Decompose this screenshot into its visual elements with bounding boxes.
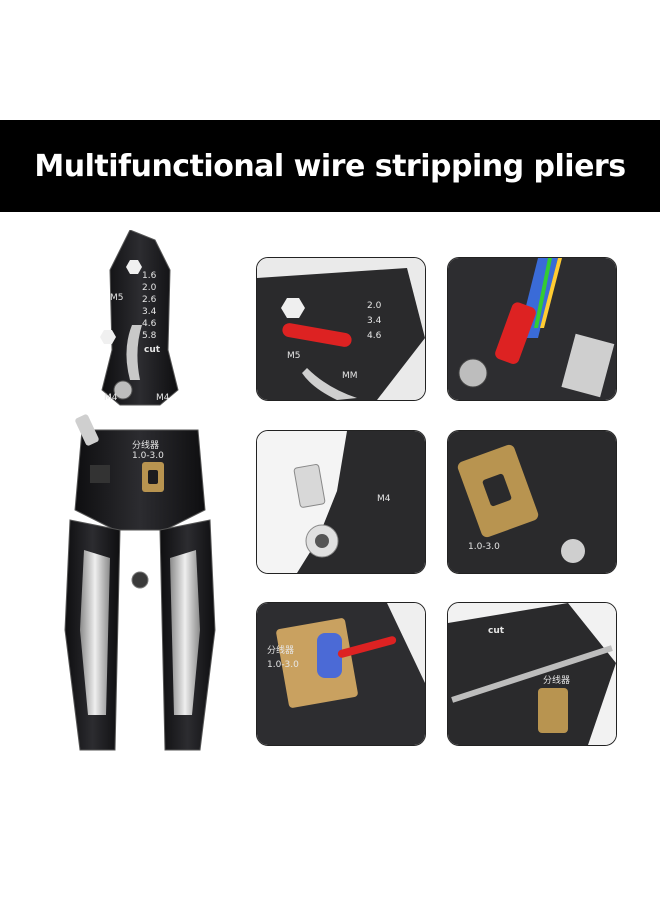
size-mark: 3.4 [142,307,157,317]
size-mark: 2.0 [367,301,382,311]
splitter-range: 1.0-3.0 [132,451,164,461]
thread-mark: M4 [156,393,170,403]
detail-panel-multi-wire [447,257,617,401]
thread-mark: M5 [287,351,301,361]
splitter-range: 1.0-3.0 [468,542,500,552]
detail-panel-splitter-closeup: 1.0-3.0 [447,430,617,574]
size-mark: 3.4 [367,316,382,326]
size-mark: 5.8 [142,331,157,341]
splitter-label: 分线器 [132,439,159,451]
banner-title: Multifunctional wire stripping pliers [34,148,626,184]
title-banner: Multifunctional wire stripping pliers [0,120,660,212]
thread-mark: M4 [377,494,391,504]
pliers-illustration: 1.6 2.0 2.6 3.4 4.6 5.8 M5 M4 M4 cut 分线器… [64,230,216,751]
detail-panel-screwdriver: cut 分线器 [447,602,617,746]
splitter-label: 分线器 [543,674,570,686]
detail-panel-crimp-wire: 2.0 3.4 4.6 M5 MM [256,257,426,401]
thread-mark: M5 [110,293,124,303]
mm-label: MM [342,371,358,381]
splitter-label: 分线器 [267,644,294,656]
size-mark: 2.0 [142,283,157,293]
size-mark: 4.6 [367,331,382,341]
size-marks: 1.6 2.0 2.6 3.4 4.6 5.8 [142,271,157,341]
splitter-range: 1.0-3.0 [267,660,299,670]
cut-label: cut [144,345,161,355]
cut-label: cut [488,626,505,636]
size-mark: 1.6 [142,271,157,281]
thread-mark: M4 [104,393,118,403]
detail-panel-wire-split: 分线器 1.0-3.0 [256,602,426,746]
detail-panel-bolt-cutter: M4 [256,430,426,574]
size-mark: 4.6 [142,319,157,329]
size-mark: 2.6 [142,295,157,305]
